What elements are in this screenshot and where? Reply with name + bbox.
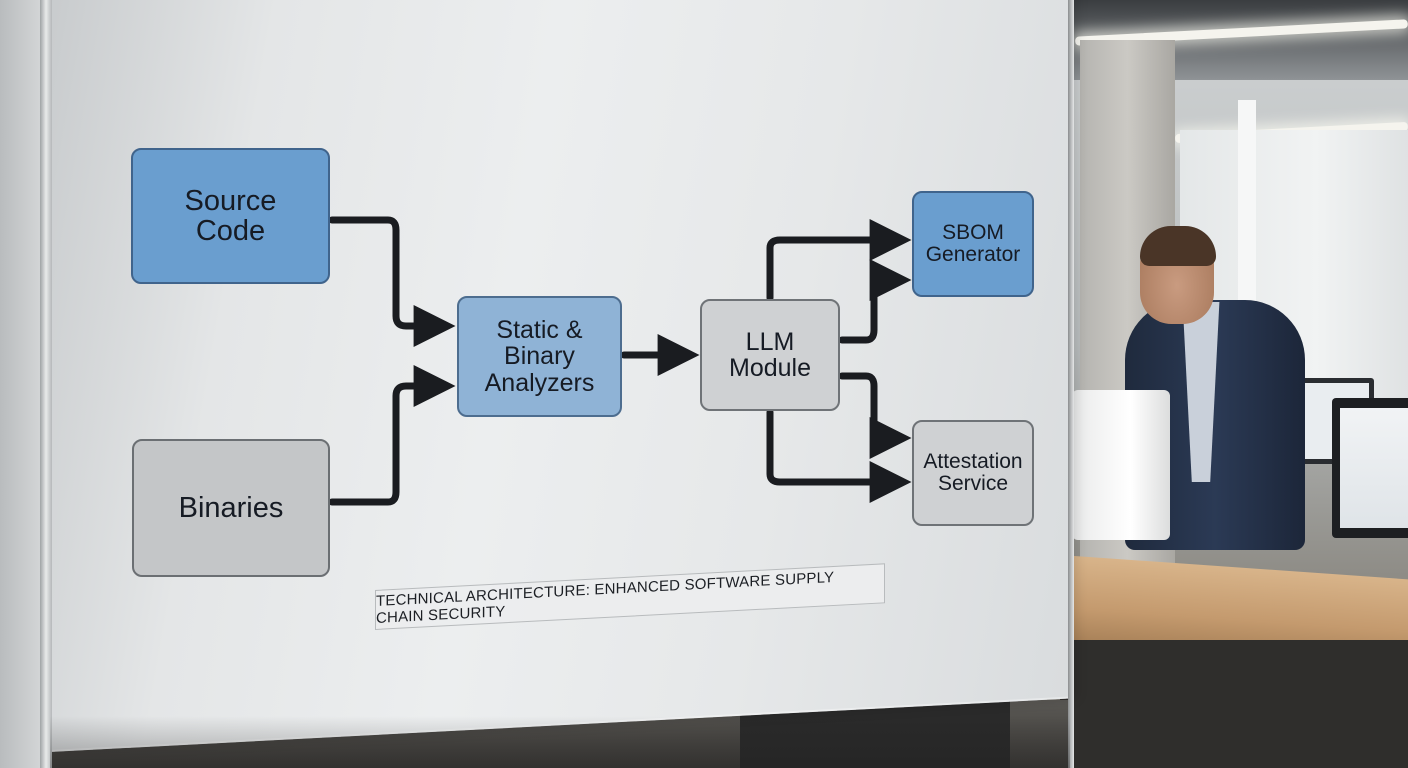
node-llm-module: LLM Module xyxy=(700,299,840,411)
desk-underside xyxy=(1060,640,1408,768)
node-binaries: Binaries xyxy=(132,439,330,577)
node-sbom-generator: SBOM Generator xyxy=(912,191,1034,297)
node-label: Attestation Service xyxy=(923,449,1023,495)
monitor-back xyxy=(1072,390,1170,540)
glass-panel-edge xyxy=(40,0,52,768)
node-label: Static & Binary Analyzers xyxy=(484,316,595,397)
node-label: SBOM Generator xyxy=(925,220,1021,266)
desk-monitor xyxy=(1332,398,1408,538)
node-source-code: Source Code xyxy=(131,148,330,284)
person-hair xyxy=(1140,226,1216,266)
glass-panel-bottom xyxy=(50,716,1070,768)
node-attestation-service: Attestation Service xyxy=(912,420,1034,526)
node-label: Binaries xyxy=(178,491,284,524)
adjacent-glass-panel xyxy=(0,0,42,768)
node-static-binary-analyzers: Static & Binary Analyzers xyxy=(457,296,622,417)
node-label: LLM Module xyxy=(729,327,811,382)
glass-panel-right-edge xyxy=(1068,0,1074,768)
node-label: Source Code xyxy=(184,184,277,247)
